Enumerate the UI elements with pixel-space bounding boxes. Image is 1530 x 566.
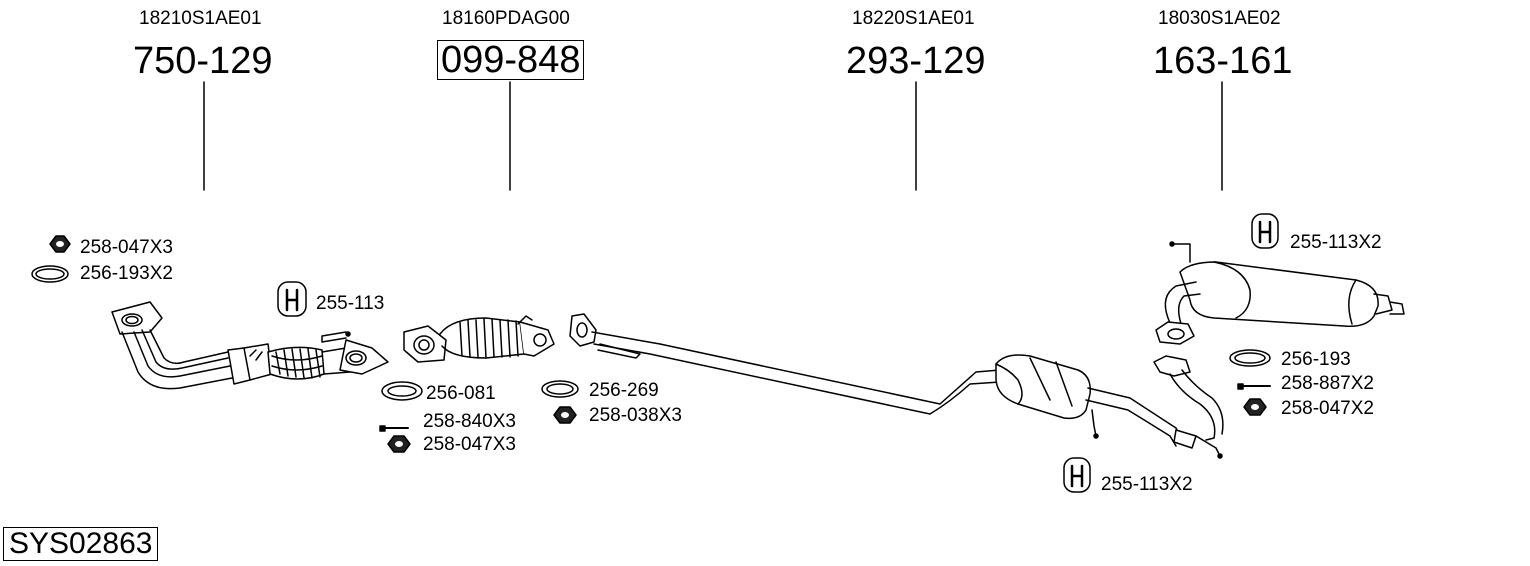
system-code: SYS02863 bbox=[3, 527, 159, 561]
accessory-label-1[interactable]: 258-047X3 bbox=[80, 237, 173, 258]
middle-pipe-drawing[interactable] bbox=[569, 313, 1223, 459]
nut-icon bbox=[1243, 398, 1267, 416]
nut-icon bbox=[49, 235, 71, 253]
front-pipe-drawing[interactable] bbox=[111, 301, 389, 390]
rubber-hanger-icon bbox=[277, 281, 307, 317]
ring-gasket-icon bbox=[541, 380, 579, 398]
catalytic-converter-drawing[interactable] bbox=[403, 315, 555, 363]
part-number-2[interactable]: 099-848 bbox=[437, 40, 585, 80]
part-number-1[interactable]: 750-129 bbox=[133, 40, 273, 82]
bolt-icon bbox=[1237, 383, 1271, 390]
rear-silencer-drawing[interactable] bbox=[1153, 241, 1405, 441]
gasket-icon bbox=[31, 265, 69, 283]
oem-number-3: 18220S1AE01 bbox=[852, 8, 975, 29]
accessory-label-9[interactable]: 255-113X2 bbox=[1290, 232, 1382, 253]
rubber-hanger-icon bbox=[1063, 457, 1091, 493]
gasket-icon bbox=[35, 268, 65, 280]
gasket-icon bbox=[1229, 349, 1271, 367]
accessory-label-7[interactable]: 256-269 bbox=[589, 380, 659, 401]
nut-icon bbox=[387, 435, 411, 453]
bolt-icon bbox=[379, 425, 409, 432]
accessory-label-2[interactable]: 256-193X2 bbox=[80, 263, 173, 284]
accessory-label-10[interactable]: 256-193 bbox=[1281, 349, 1351, 370]
accessory-label-11[interactable]: 258-887X2 bbox=[1281, 373, 1374, 394]
accessory-label-4[interactable]: 256-081 bbox=[426, 383, 496, 404]
part-number-4[interactable]: 163-161 bbox=[1153, 40, 1293, 82]
oem-number-4: 18030S1AE02 bbox=[1158, 8, 1281, 29]
accessory-label-12[interactable]: 258-047X2 bbox=[1281, 398, 1374, 419]
oem-number-1: 18210S1AE01 bbox=[139, 8, 262, 29]
ring-gasket-icon bbox=[381, 381, 423, 401]
oem-number-2: 18160PDAG00 bbox=[442, 8, 570, 29]
accessory-label-13[interactable]: 255-113X2 bbox=[1101, 474, 1193, 495]
rubber-hanger-icon bbox=[1251, 213, 1279, 249]
part-number-3[interactable]: 293-129 bbox=[846, 40, 986, 82]
nut-icon bbox=[553, 406, 577, 424]
accessory-label-6[interactable]: 258-047X3 bbox=[423, 434, 516, 455]
accessory-label-5[interactable]: 258-840X3 bbox=[423, 411, 516, 432]
accessory-label-8[interactable]: 258-038X3 bbox=[589, 405, 682, 426]
accessory-label-3[interactable]: 255-113 bbox=[316, 293, 385, 314]
